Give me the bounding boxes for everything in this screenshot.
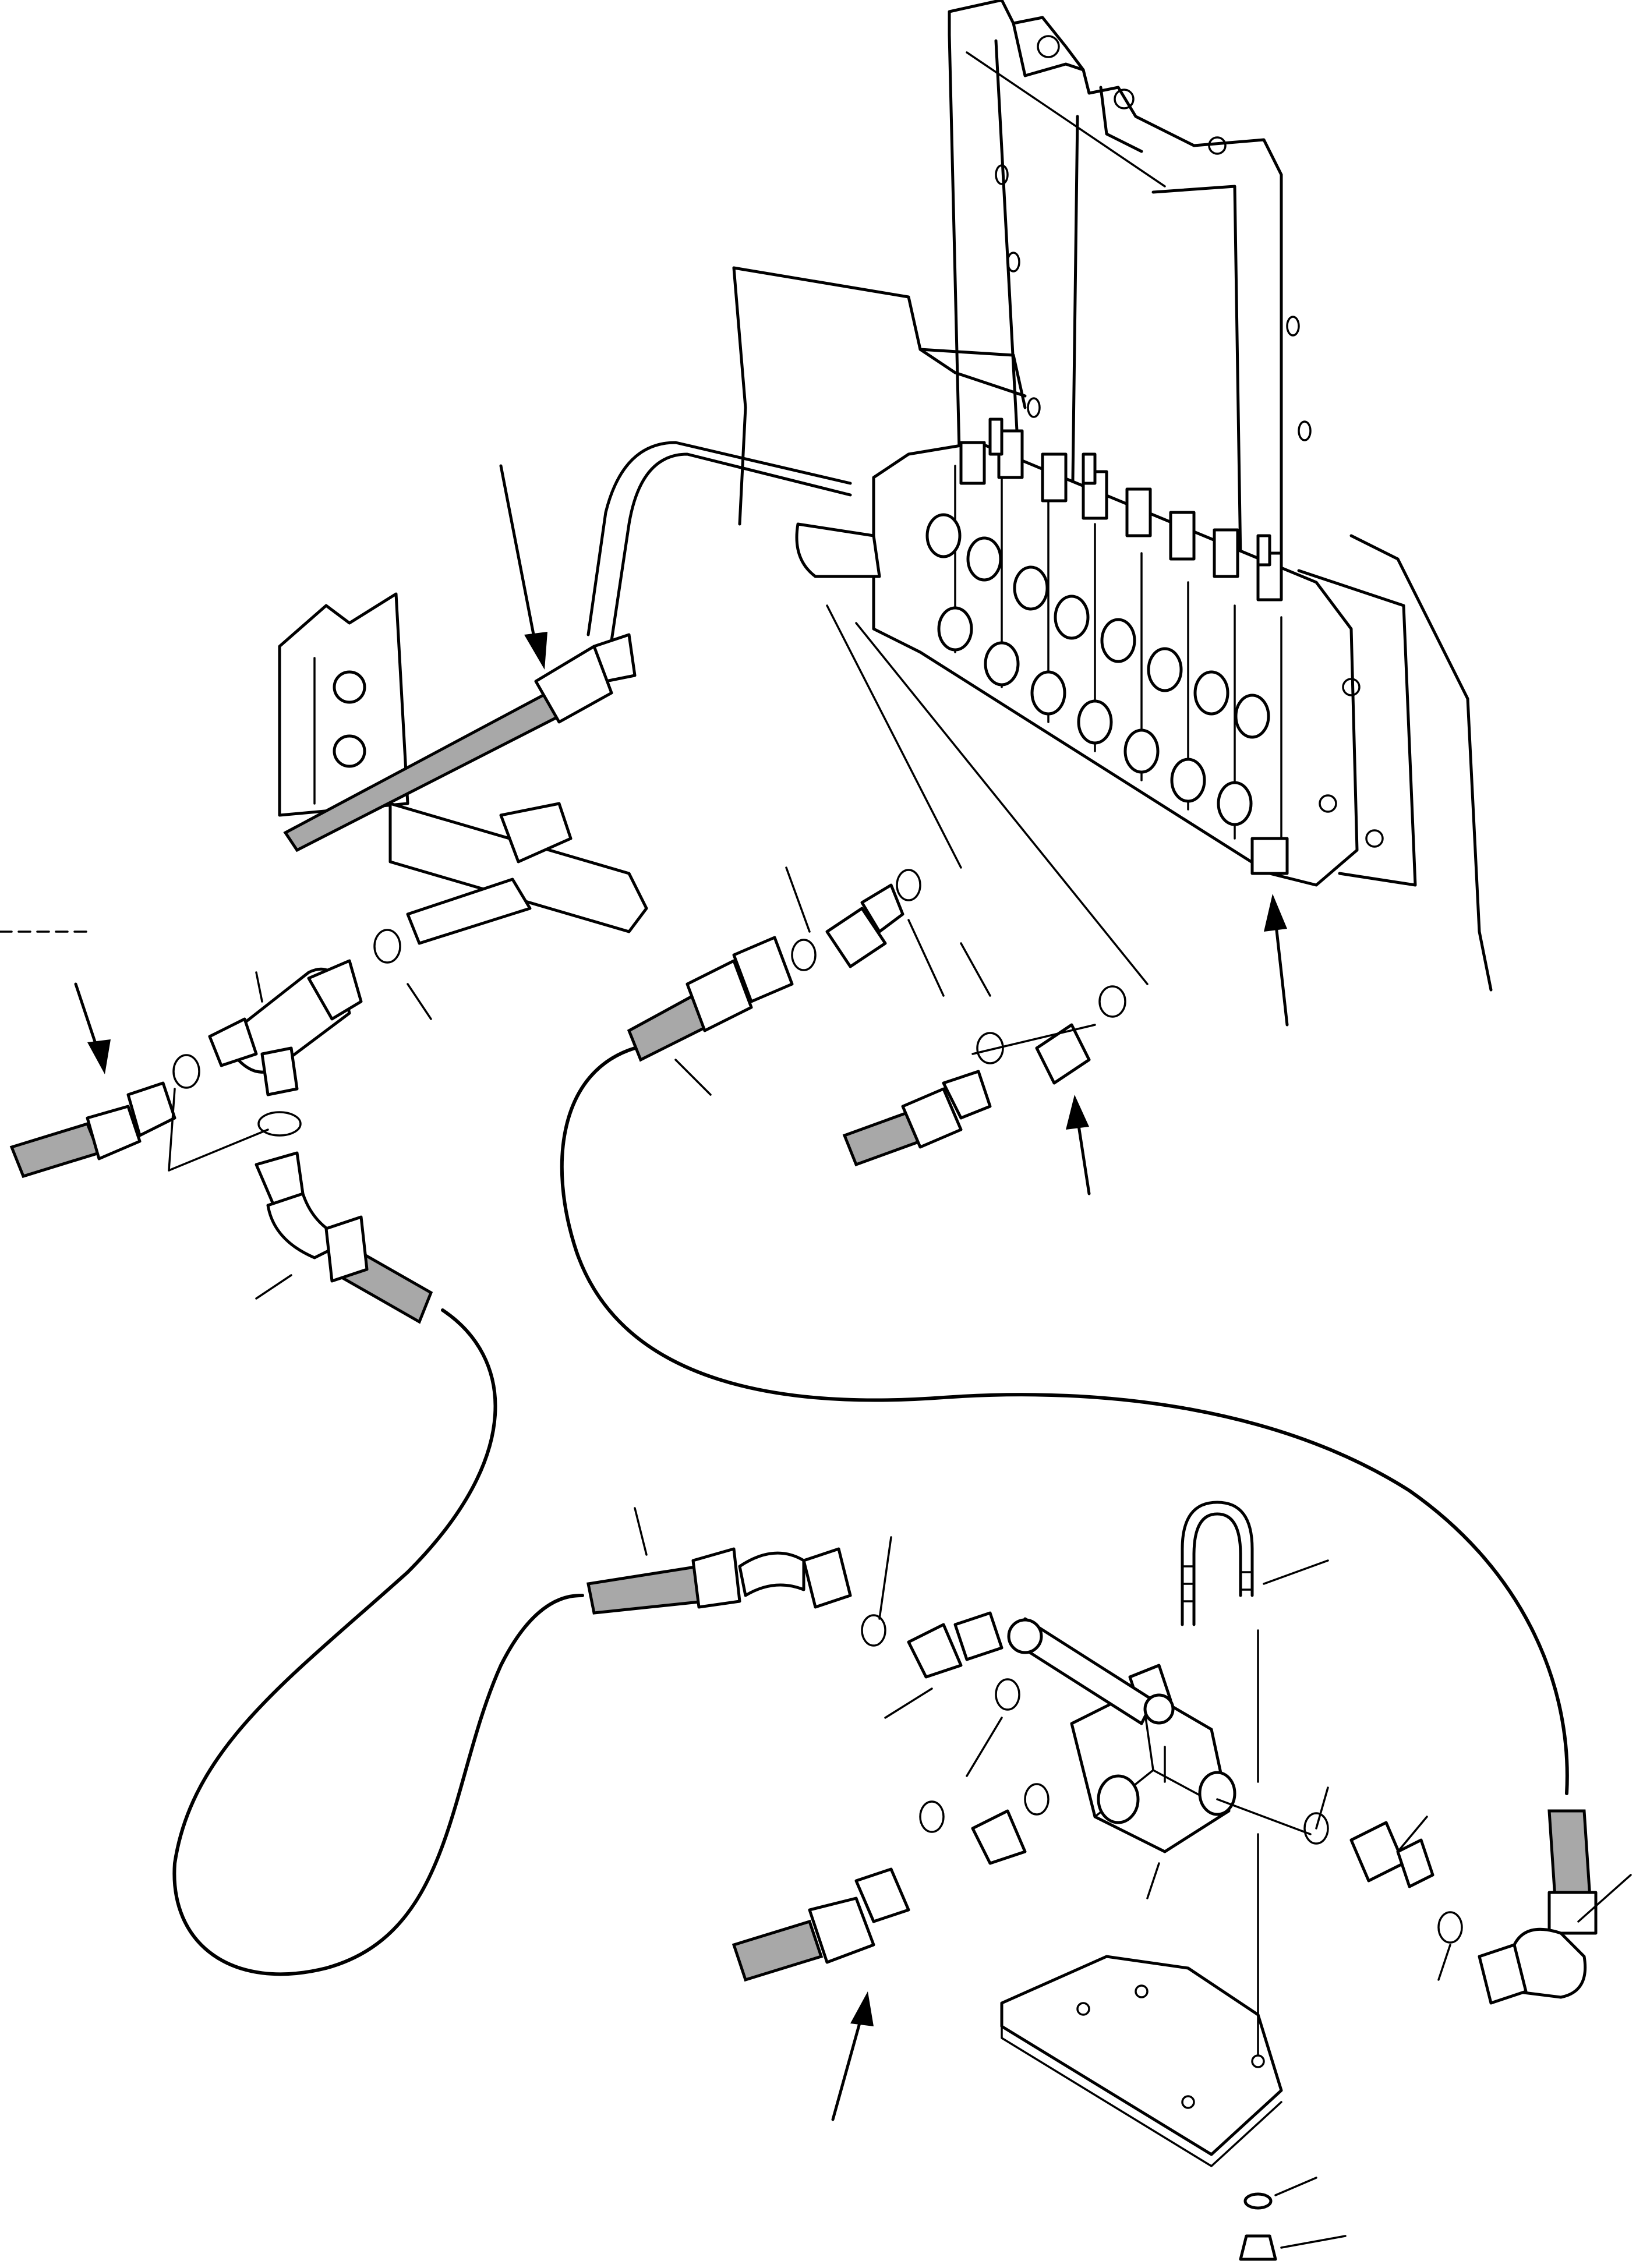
arrow-valve-feed — [499, 464, 547, 670]
steel-tube — [586, 441, 881, 683]
valve-handle — [1007, 1617, 1175, 1725]
hose-assembly-upper-left — [283, 645, 613, 945]
arrow-valve-port — [1264, 894, 1289, 1027]
hose-assembly-elbow — [172, 1151, 584, 1976]
callout-arrows — [74, 464, 1289, 2121]
hose-assembly-center — [560, 936, 1569, 1795]
arrow-bottom-hose — [831, 1991, 874, 2121]
hose-assembly-right-elbow — [1478, 1809, 1598, 2005]
washer — [1243, 2192, 1273, 2210]
ball-valve — [1070, 1664, 1236, 1853]
hose-assembly-lower — [586, 1547, 852, 1615]
adapter — [825, 883, 1434, 1888]
arrow-supply-left — [74, 982, 111, 1074]
mounting-plate — [1000, 1955, 1283, 2167]
left-bracket — [278, 592, 648, 933]
spool-levers — [959, 417, 1283, 602]
u-bolt — [1181, 1501, 1254, 1626]
leader-lines — [168, 604, 1632, 2249]
hose-assembly-port — [842, 1070, 992, 1167]
arrow-port-fitting — [1066, 1095, 1091, 1195]
control-valve-bank — [872, 417, 1384, 887]
hose-assembly-left-supply — [9, 1081, 176, 1179]
nut — [1239, 2234, 1277, 2261]
mounting-frame — [732, 0, 1493, 992]
valve-ports — [925, 513, 1270, 826]
tee-fitting — [208, 959, 363, 1096]
hose-assembly-bottom — [732, 1867, 910, 1982]
o-ring — [172, 869, 1463, 1944]
